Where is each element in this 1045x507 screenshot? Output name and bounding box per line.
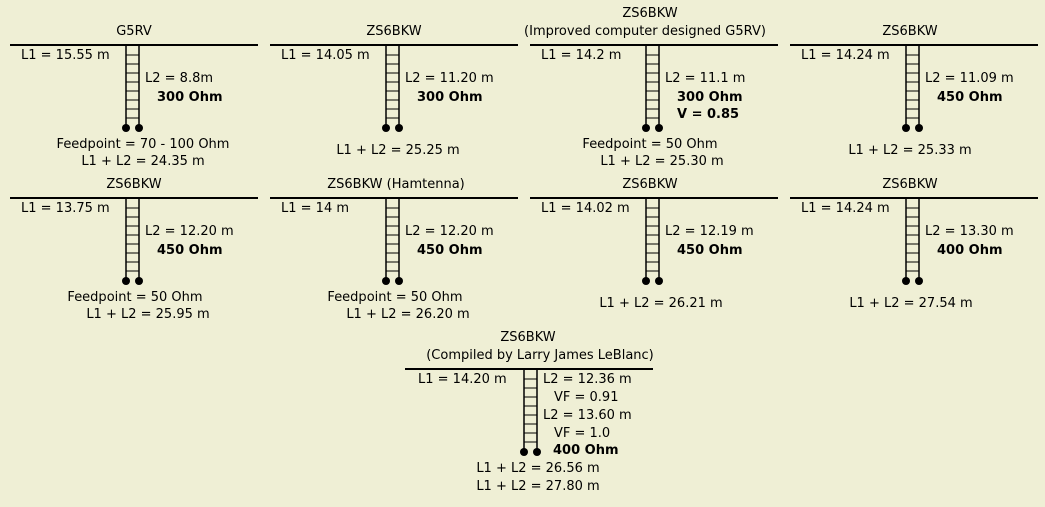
l2-label: L2 = 12.20 m — [145, 224, 234, 239]
antenna-diagram-zs6bkw-1: ZS6BKW L1 = 14.05 m L2 = 11.20 m 300 Ohm… — [270, 0, 520, 170]
feedpoint-label: Feedpoint = 70 - 100 Ohm — [56, 137, 230, 152]
antenna-diagram-zs6bkw-3: ZS6BKW L1 = 13.75 m L2 = 12.20 m 450 Ohm… — [10, 153, 260, 323]
impedance-label: 300 Ohm — [417, 90, 483, 105]
velocity-factor-label: V = 0.85 — [677, 107, 740, 122]
l2-label: L2 = 11.20 m — [405, 71, 494, 86]
l2-label: L2 = 13.30 m — [925, 224, 1014, 239]
l2-label: L2 = 12.20 m — [405, 224, 494, 239]
impedance-label: 450 Ohm — [677, 243, 743, 258]
antenna-diagram-zs6bkw-hamtenna: ZS6BKW (Hamtenna) L1 = 14 m L2 = 12.20 m… — [270, 153, 520, 323]
total-length-label: L1 + L2 = 25.25 m — [336, 143, 460, 158]
antenna-title: ZS6BKW — [882, 177, 938, 192]
antenna-title: ZS6BKW — [622, 177, 678, 192]
antenna-drawing — [530, 44, 778, 132]
l2-label: L2 = 12.19 m — [665, 224, 754, 239]
total-length-label: L1 + L2 = 26.21 m — [599, 296, 723, 311]
antenna-drawing — [10, 44, 258, 132]
antenna-title: G5RV — [116, 24, 152, 39]
antenna-diagram-zs6bkw-improved: ZS6BKW (Improved computer designed G5RV)… — [524, 0, 780, 170]
antenna-drawing — [10, 197, 258, 285]
l1-label: L1 = 15.55 m — [21, 48, 110, 63]
total-length-label: L1 + L2 = 25.95 m — [86, 307, 210, 322]
impedance-label: 450 Ohm — [417, 243, 483, 258]
antenna-drawing — [530, 197, 778, 285]
antenna-drawing — [405, 368, 653, 456]
impedance-label: 400 Ohm — [937, 243, 1003, 258]
l2-label: L2 = 8.8m — [145, 71, 214, 86]
antenna-title: ZS6BKW — [882, 24, 938, 39]
feedpoint-label: Feedpoint = 50 Ohm — [582, 137, 718, 152]
total-length-label: L1 + L2 = 24.35 m — [81, 154, 205, 169]
l2-label-b: L2 = 13.60 m — [543, 408, 632, 423]
antenna-diagram-zs6bkw-leblanc: ZS6BKW (Compiled by Larry James LeBlanc)… — [405, 324, 655, 504]
l1-label: L1 = 14.24 m — [801, 201, 890, 216]
antenna-title: ZS6BKW — [106, 177, 162, 192]
total-length-label-a: L1 + L2 = 26.56 m — [476, 461, 600, 476]
l1-label: L1 = 14.02 m — [541, 201, 630, 216]
total-length-label: L1 + L2 = 26.20 m — [346, 307, 470, 322]
antenna-subtitle: (Compiled by Larry James LeBlanc) — [426, 348, 654, 363]
feedpoint-label: Feedpoint = 50 Ohm — [67, 290, 203, 305]
antenna-diagram-g5rv: G5RV L1 = 15.55 m L2 = 8.8m 300 Ohm Feed… — [10, 0, 260, 170]
antenna-drawing — [790, 44, 1038, 132]
impedance-label: 450 Ohm — [157, 243, 223, 258]
antenna-drawing — [270, 44, 518, 132]
l2-label-a: L2 = 12.36 m — [543, 372, 632, 387]
l1-label: L1 = 14.05 m — [281, 48, 370, 63]
total-length-label: L1 + L2 = 25.33 m — [848, 143, 972, 158]
l2-label: L2 = 11.09 m — [925, 71, 1014, 86]
antenna-diagram-zs6bkw-2: ZS6BKW L1 = 14.24 m L2 = 11.09 m 450 Ohm… — [790, 0, 1040, 170]
l2-label: L2 = 11.1 m — [665, 71, 746, 86]
antenna-title: ZS6BKW — [366, 24, 422, 39]
l1-label: L1 = 13.75 m — [21, 201, 110, 216]
impedance-label: 450 Ohm — [937, 90, 1003, 105]
antenna-diagram-zs6bkw-5: ZS6BKW L1 = 14.24 m L2 = 13.30 m 400 Ohm… — [790, 153, 1040, 323]
velocity-factor-label-b: VF = 1.0 — [554, 426, 611, 441]
impedance-label: 300 Ohm — [677, 90, 743, 105]
antenna-title: ZS6BKW — [500, 330, 556, 345]
antenna-drawing — [270, 197, 518, 285]
impedance-label: 400 Ohm — [553, 443, 619, 458]
impedance-label: 300 Ohm — [157, 90, 223, 105]
l1-label: L1 = 14 m — [281, 201, 350, 216]
antenna-title: ZS6BKW (Hamtenna) — [327, 177, 465, 192]
total-length-label: L1 + L2 = 27.54 m — [849, 296, 973, 311]
total-length-label-b: L1 + L2 = 27.80 m — [476, 479, 600, 494]
feedpoint-label: Feedpoint = 50 Ohm — [327, 290, 463, 305]
antenna-title: ZS6BKW — [622, 6, 678, 21]
antenna-drawing — [790, 197, 1038, 285]
l1-label: L1 = 14.2 m — [541, 48, 622, 63]
l1-label: L1 = 14.20 m — [418, 372, 507, 387]
antenna-subtitle: (Improved computer designed G5RV) — [524, 24, 766, 39]
velocity-factor-label-a: VF = 0.91 — [554, 390, 619, 405]
antenna-diagram-zs6bkw-4: ZS6BKW L1 = 14.02 m L2 = 12.19 m 450 Ohm… — [530, 153, 780, 323]
total-length-label: L1 + L2 = 25.30 m — [600, 154, 724, 169]
l1-label: L1 = 14.24 m — [801, 48, 890, 63]
